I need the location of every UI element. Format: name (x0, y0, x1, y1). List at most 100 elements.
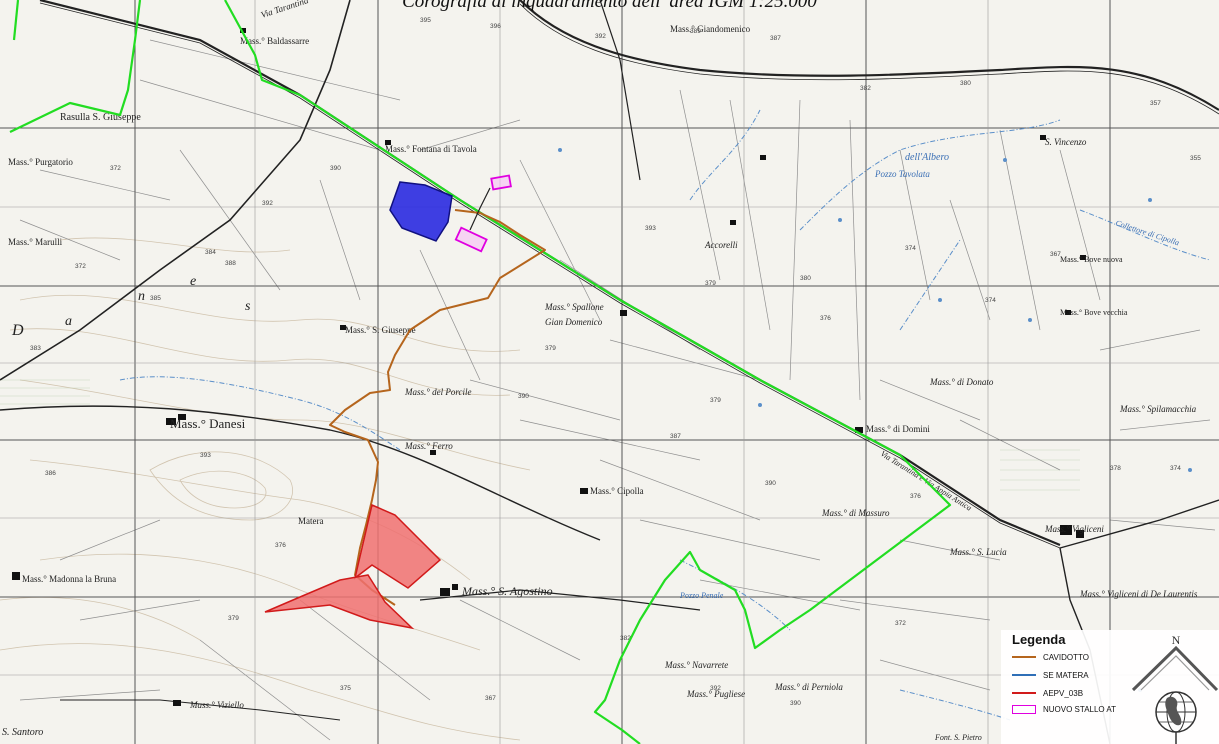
label-masseria-purgatorio: Mass.° Purgatorio (8, 157, 73, 167)
label-masseria-di-massuro: Mass.° di Massuro (821, 508, 890, 518)
legend-label-se-matera: SE MATERA (1043, 670, 1089, 680)
svg-text:390: 390 (518, 393, 529, 400)
svg-text:384: 384 (205, 249, 216, 256)
label-matera: Matera (298, 516, 323, 526)
water-courses (119, 109, 1211, 721)
label-masseria-pugliese: Mass.° Pugliese (686, 689, 745, 699)
svg-text:374: 374 (1170, 465, 1181, 472)
legend-swatch-se-matera (1012, 674, 1036, 676)
label-masseria-bove-nuova: Mass.° Bove nuova (1060, 255, 1123, 264)
label-masseria-giandomenico: Mass.° Giandomenico (670, 24, 751, 34)
legend-label-cavidotto: CAVIDOTTO (1043, 652, 1089, 662)
label-masseria-di-domini: Mass.° di Domini (866, 424, 930, 434)
building-markers (12, 28, 1086, 706)
se-matera-station[interactable] (389, 181, 453, 242)
label-masseria-s-lucia: Mass.° S. Lucia (949, 547, 1007, 557)
svg-text:380: 380 (960, 80, 971, 87)
svg-text:392: 392 (595, 33, 606, 40)
label-dell-albero: dell'Albero (905, 152, 949, 163)
svg-text:372: 372 (75, 263, 86, 270)
svg-text:388: 388 (225, 260, 236, 267)
spot-heights: 390 392 372 372 384 385 388 393 379 380 376 37… (30, 17, 1201, 707)
label-gian-domenico: Gian Domenico (545, 317, 603, 327)
label-masseria-bove-vecchia: Mass.° Bove vecchia (1060, 308, 1128, 317)
label-accorelli: Accorelli (704, 240, 738, 250)
nuovo-stallo-at[interactable] (454, 174, 512, 253)
label-s-santoro: S. Santoro (2, 727, 43, 738)
aepv-site-south (264, 574, 415, 630)
svg-text:355: 355 (1190, 155, 1201, 162)
svg-text:367: 367 (485, 695, 496, 702)
label-masseria-marulli: Mass.° Marulli (8, 237, 63, 247)
label-s-vincenzo: S. Vincenzo (1045, 137, 1087, 147)
svg-text:392: 392 (710, 685, 721, 692)
label-pozzo-tavolata: Pozzo Tavolata (874, 169, 930, 179)
label-region-a: a (65, 314, 72, 329)
svg-text:382: 382 (860, 85, 871, 92)
legend-swatch-nuovo-stallo (1012, 704, 1036, 714)
label-region-n: n (138, 289, 145, 304)
svg-text:389: 389 (690, 28, 701, 35)
label-rasulla-s-giuseppe: Rasulla S. Giuseppe (60, 112, 141, 123)
svg-text:379: 379 (710, 397, 721, 404)
label-masseria-baldassarre: Mass.° Baldassarre (240, 36, 309, 46)
svg-text:376: 376 (910, 493, 921, 500)
label-masseria-ferro: Mass.° Ferro (404, 441, 453, 451)
svg-text:392: 392 (262, 200, 273, 207)
label-masseria-viziello: Mass.° Viziello (189, 700, 244, 710)
legend-item-nuovo-stallo: NUOVO STALLO AT (1012, 703, 1116, 715)
stallo-connection (469, 187, 491, 231)
legend-item-se-matera: SE MATERA (1012, 669, 1089, 681)
legend-swatch-cavidotto (1012, 656, 1036, 658)
contour-lines (0, 237, 531, 741)
svg-text:390: 390 (790, 700, 801, 707)
label-region-s: s (245, 299, 251, 314)
label-masseria-di-perniola: Mass.° di Perniola (774, 682, 843, 692)
legend-label-aepv: AEPV_03B (1043, 688, 1084, 698)
svg-text:357: 357 (1150, 100, 1161, 107)
label-masseria-s-agostino: Mass.° S. Agostino (461, 584, 553, 598)
svg-text:396: 396 (490, 23, 501, 30)
map-legend: Legenda CAVIDOTTO SE MATERA AEPV_03B NUO… (1001, 630, 1219, 744)
label-masseria-danesi: Mass.° Danesi (170, 416, 246, 431)
aepv-site[interactable] (264, 503, 442, 630)
north-letter: N (1172, 633, 1181, 647)
svg-text:390: 390 (765, 480, 776, 487)
svg-text:375: 375 (340, 685, 351, 692)
svg-text:372: 372 (110, 165, 121, 172)
svg-text:376: 376 (820, 315, 831, 322)
svg-text:387: 387 (770, 35, 781, 42)
svg-text:379: 379 (545, 345, 556, 352)
cavidotto-route (329, 209, 546, 606)
legend-item-aepv: AEPV_03B (1012, 687, 1083, 699)
map-caption: Corografia di inquadramento dell' area I… (402, 0, 817, 12)
svg-text:385: 385 (150, 295, 161, 302)
label-masseria-vigliceni-de-laurentis: Mass.° Vigliceni di De Laurentis (1079, 589, 1198, 599)
green-boundary (9, 0, 952, 744)
svg-text:376: 376 (275, 542, 286, 549)
label-region-d: D (11, 322, 24, 339)
label-masseria-s-giuseppe: Mass.° S. Giuseppe (345, 325, 416, 335)
label-masseria-spallone: Mass.° Spallone (544, 302, 604, 312)
svg-text:393: 393 (645, 225, 656, 232)
legend-item-cavidotto: CAVIDOTTO (1012, 651, 1089, 663)
label-masseria-cipolla: Mass.° Cipolla (590, 486, 644, 496)
legend-swatch-aepv (1012, 692, 1036, 694)
field-boundaries (19, 39, 1216, 741)
label-masseria-madonna-la-bruna: Mass.° Madonna la Bruna (22, 574, 116, 584)
legend-title: Legenda (1012, 632, 1066, 647)
label-pozzo-penale: Pozzo Penale (679, 591, 724, 600)
label-masseria-navarrete: Mass.° Navarrete (664, 660, 728, 670)
label-masseria-fontana-di-tavola: Mass.° Fontana di Tavola (385, 144, 477, 154)
label-masseria-del-porcile: Mass.° del Porcile (404, 387, 472, 397)
svg-text:382: 382 (620, 635, 631, 642)
svg-text:395: 395 (420, 17, 431, 24)
legend-label-nuovo-stallo: NUOVO STALLO AT (1043, 704, 1117, 714)
svg-text:374: 374 (985, 297, 996, 304)
label-region-e: e (190, 274, 196, 289)
svg-text:372: 372 (895, 620, 906, 627)
svg-text:378: 378 (1110, 465, 1121, 472)
svg-text:383: 383 (30, 345, 41, 352)
